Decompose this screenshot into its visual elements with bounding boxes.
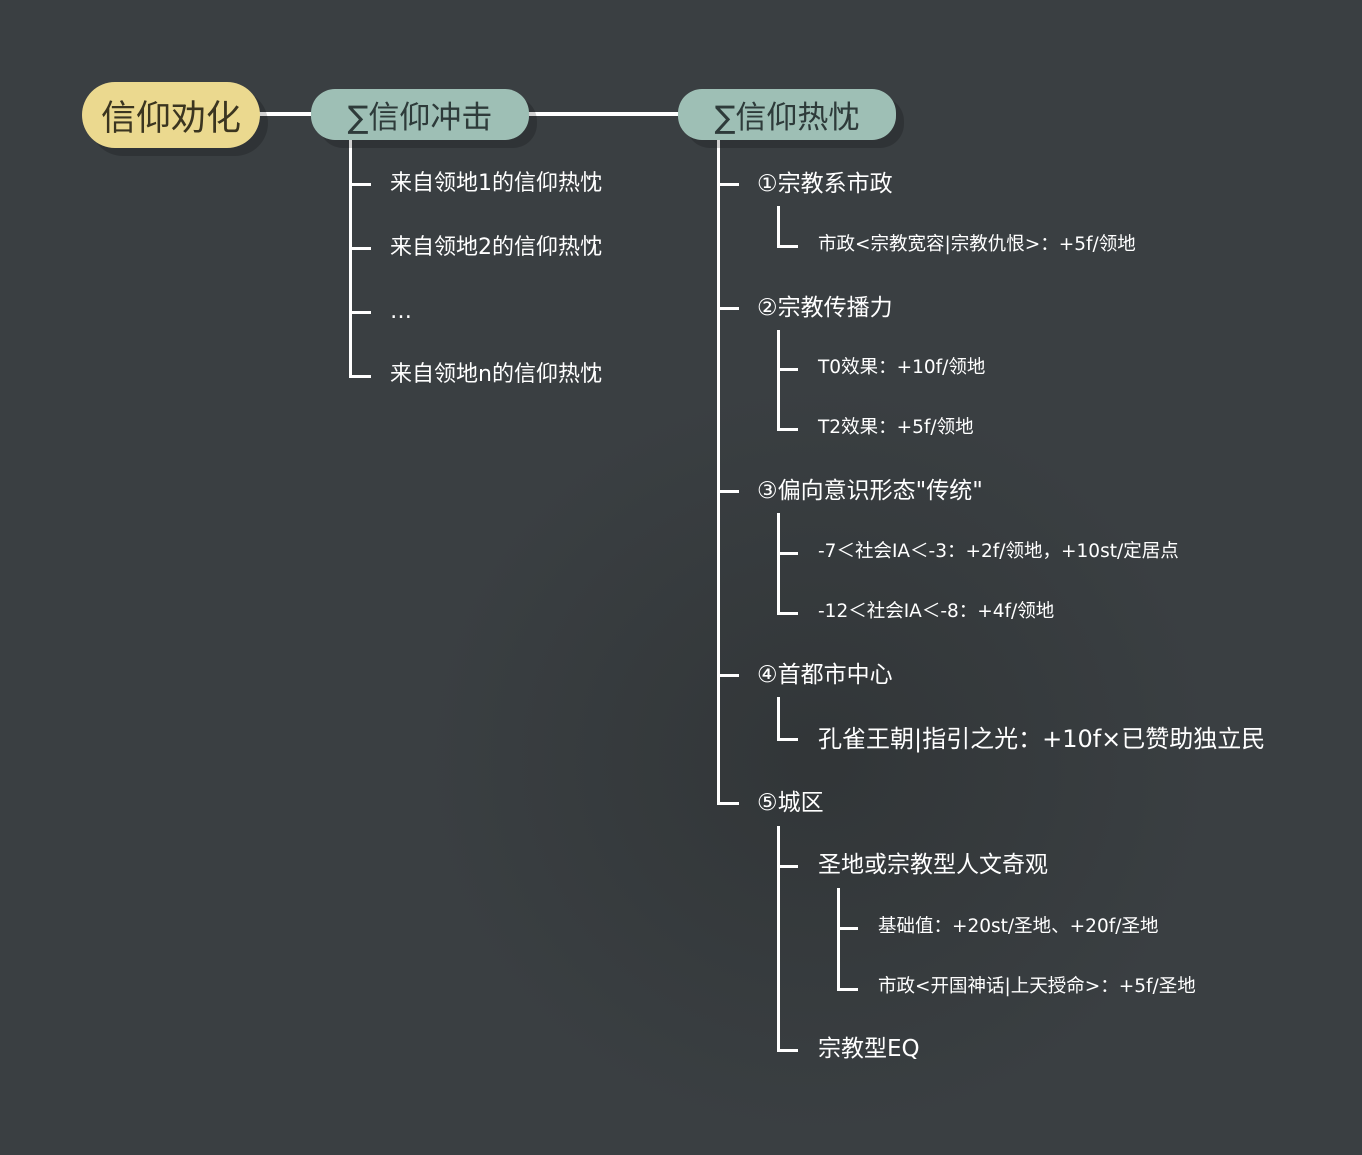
zeal-section-capital[interactable]: ④首都市中心 bbox=[757, 662, 893, 688]
connector bbox=[777, 738, 798, 741]
zeal-item[interactable]: 孔雀王朝|指引之光：+10f×已赞助独立民 bbox=[818, 725, 1266, 753]
zeal-item[interactable]: 市政<宗教宽容|宗教仇恨>：+5f/领地 bbox=[818, 234, 1136, 255]
connector bbox=[777, 245, 798, 248]
zeal-section-spread[interactable]: ②宗教传播力 bbox=[757, 295, 893, 321]
zeal-item[interactable]: -12＜社会IA＜-8：+4f/领地 bbox=[818, 601, 1055, 622]
connector bbox=[777, 552, 798, 555]
impact-item[interactable]: 来自领地2的信仰热忱 bbox=[390, 235, 602, 260]
zeal-subitem[interactable]: 市政<开国神话|上天授命>：+5f/圣地 bbox=[878, 976, 1196, 997]
topic-faith-impact[interactable]: ∑信仰冲击 bbox=[311, 89, 529, 140]
connector bbox=[777, 513, 780, 615]
root-label: 信仰劝化 bbox=[100, 98, 241, 139]
impact-item[interactable]: 来自领地1的信仰热忱 bbox=[390, 171, 602, 196]
background-glow bbox=[420, 380, 1220, 1140]
connector bbox=[717, 307, 739, 310]
connector bbox=[837, 927, 858, 930]
connector bbox=[777, 697, 780, 741]
connector bbox=[717, 674, 739, 677]
topic-faith-zeal[interactable]: ∑信仰热忱 bbox=[678, 89, 896, 140]
connector bbox=[777, 206, 780, 248]
connector bbox=[717, 140, 720, 805]
zeal-section-ideology[interactable]: ③偏向意识形态"传统" bbox=[757, 478, 983, 504]
zeal-item[interactable]: T2效果：+5f/领地 bbox=[818, 417, 974, 438]
zeal-section-civics[interactable]: ①宗教系市政 bbox=[757, 171, 893, 197]
connector bbox=[528, 112, 680, 116]
connector bbox=[349, 183, 371, 186]
zeal-item[interactable]: 圣地或宗教型人文奇观 bbox=[818, 852, 1048, 878]
connector bbox=[777, 1049, 798, 1052]
connector bbox=[777, 826, 780, 1052]
connector bbox=[717, 490, 739, 493]
topic-faith-zeal-label: ∑信仰热忱 bbox=[714, 100, 860, 136]
connector bbox=[349, 140, 352, 378]
zeal-item[interactable]: T0效果：+10f/领地 bbox=[818, 357, 986, 378]
connector bbox=[349, 247, 371, 250]
connector bbox=[837, 888, 840, 991]
connector bbox=[777, 330, 780, 431]
connector bbox=[258, 112, 314, 116]
connector bbox=[717, 183, 739, 186]
connector bbox=[717, 802, 739, 805]
impact-item[interactable]: … bbox=[390, 299, 412, 324]
topic-faith-impact-label: ∑信仰冲击 bbox=[347, 100, 493, 136]
zeal-subitem[interactable]: 基础值：+20st/圣地、+20f/圣地 bbox=[878, 916, 1159, 937]
connector bbox=[777, 865, 798, 868]
connector bbox=[777, 368, 798, 371]
connector bbox=[777, 428, 798, 431]
connector bbox=[837, 988, 858, 991]
connector bbox=[349, 375, 371, 378]
connector bbox=[777, 612, 798, 615]
root-node[interactable]: 信仰劝化 bbox=[82, 82, 260, 148]
zeal-item[interactable]: -7＜社会IA＜-3：+2f/领地，+10st/定居点 bbox=[818, 541, 1179, 562]
connector bbox=[349, 311, 371, 314]
impact-item[interactable]: 来自领地n的信仰热忱 bbox=[390, 362, 602, 387]
zeal-item[interactable]: 宗教型EQ bbox=[818, 1036, 920, 1062]
zeal-section-district[interactable]: ⑤城区 bbox=[757, 790, 824, 816]
